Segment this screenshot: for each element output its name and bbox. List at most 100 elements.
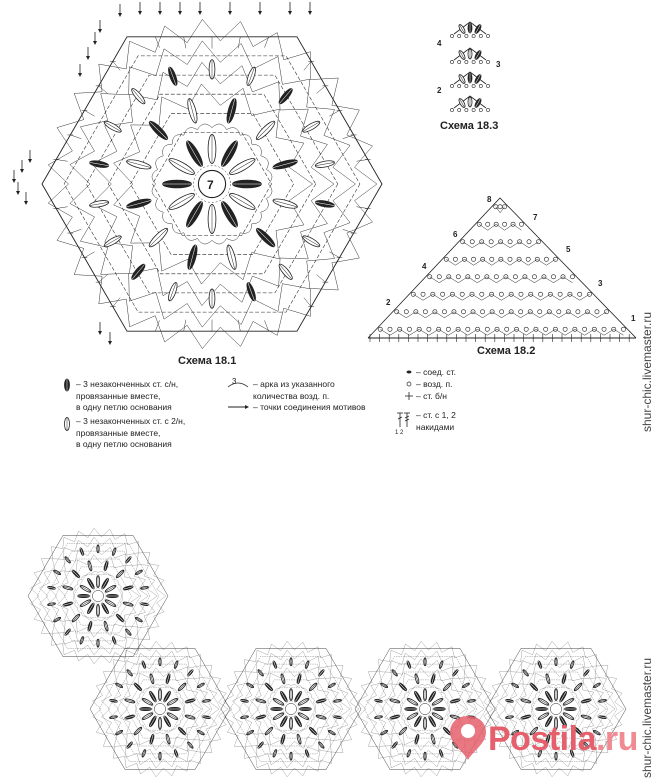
chain-arch [270,720,275,726]
chain-symbol [406,381,412,387]
scheme-18-1-caption: Схема 18.1 [178,355,237,367]
petal-cluster [208,59,216,80]
ring-stitches [283,701,299,717]
motif-outline [27,535,169,657]
chain-arch [114,579,119,585]
chain-stitch [499,309,505,315]
chain-arch [182,702,185,710]
motif-outline [89,648,231,770]
lattice-row [48,545,149,647]
chain-stitch [465,326,471,332]
chain-stitch [498,291,504,297]
petal-cluster [318,741,325,749]
stitch-row [248,671,334,747]
motif-outline [41,36,383,332]
stitch-row [98,656,222,762]
chain-arch [77,579,82,585]
stitch [316,274,326,283]
chain-arch [109,575,115,580]
chain-arch [148,685,155,689]
chain-stitch [570,274,575,280]
triangle-outline [367,197,637,339]
ring-stitches [90,588,106,604]
petal-cluster [511,682,520,689]
petal-cluster [173,749,179,758]
petal-cluster [126,741,133,749]
petal-cluster [125,556,132,564]
chain-arch [103,572,110,576]
motif-outline [485,648,627,770]
petal-cluster [573,682,583,692]
petal-cluster [47,586,56,590]
chain-arch [171,134,184,145]
chain-stitch [557,291,563,297]
petal-cluster [380,682,389,689]
chain-stitch [594,309,600,315]
chain-arch [424,731,432,734]
chain-stitch [480,309,485,315]
petal-cluster [126,198,152,209]
join-arrowhead [20,169,24,173]
petal-cluster [134,569,143,576]
petal-cluster [520,714,532,720]
lattice-row [57,554,140,638]
petal-cluster [111,547,117,556]
stitch-row [531,687,581,731]
petal-cluster [166,712,179,720]
chain-arch [159,731,167,734]
legend-slip-stitch: – соед. ст. [416,367,456,377]
chain-arch [578,708,581,716]
petal-cluster [186,140,203,167]
chain-arch [91,571,99,574]
chain-arch [183,127,198,136]
petal-cluster [173,660,179,669]
stitch [329,251,340,258]
stitch-row [400,687,450,731]
chain-arch [153,731,161,734]
petal-cluster [96,638,100,648]
petal-cluster [64,417,70,431]
chain-arch [86,616,93,620]
chain-arch [176,720,181,726]
petal-cluster [583,669,590,677]
chain-arch [567,725,573,730]
stitch-row [36,543,160,649]
chain-arch [302,725,308,730]
treble-marks: 1 2 [395,430,404,436]
join-arrowhead [258,11,262,15]
chain-stitch [575,309,581,315]
chain-arch [165,685,172,689]
stitch [183,36,187,49]
chain-stitch [450,34,454,38]
petal-cluster [226,244,237,270]
petal-cluster [87,620,93,632]
chain-stitch [478,34,483,38]
chain-arch [296,729,303,733]
petal-cluster [109,715,118,719]
chain-stitch [551,274,556,280]
lattice-row [495,206,505,214]
chain-arch [162,143,173,156]
stitch-row [117,671,203,747]
petal-cluster [545,733,551,745]
stitch [84,110,95,117]
petal-cluster [115,569,125,579]
petal-cluster [165,673,171,685]
petal-cluster [296,733,302,745]
motif-outline [354,648,496,770]
stitch [70,134,82,139]
chain-arch [155,155,164,170]
lattice-row [462,241,539,249]
petal-cluster [64,556,71,564]
petal-cluster [458,98,466,108]
petal-cluster [406,712,419,720]
stitch-row [152,132,272,236]
petal-cluster [537,749,543,758]
stitch-row [64,566,132,626]
petal-cluster [226,98,237,124]
chain-stitch [471,84,476,88]
petal-cluster [167,706,181,712]
chain-stitch [471,60,476,64]
petal-cluster [398,726,408,736]
petal-cluster [561,673,567,685]
